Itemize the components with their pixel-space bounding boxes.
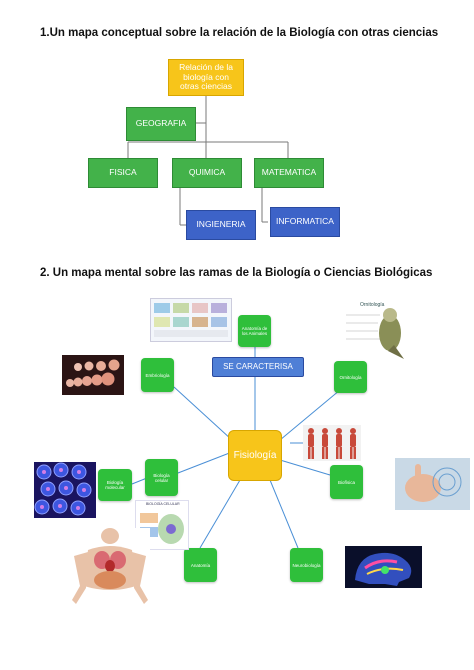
mindmap-node-biologia-molecular: Biología molecular bbox=[98, 469, 132, 501]
ornithology-image-title: Ornitología bbox=[360, 302, 385, 308]
section1-heading: 1.Un mapa conceptual sobre la relación d… bbox=[40, 27, 439, 39]
concept-informatica-node: INFORMATICA bbox=[270, 207, 340, 237]
concept-matematica-node: MATEMATICA bbox=[254, 158, 324, 188]
mindmap-node-embriologia: Embriología bbox=[141, 358, 174, 392]
concept-root-node: Relación de la biología con otras cienci… bbox=[168, 59, 244, 96]
section2-heading: 2. Un mapa mental sobre las ramas de la … bbox=[40, 267, 433, 279]
concept-fisica-node: FISICA bbox=[88, 158, 158, 188]
cell-biology-image-title: BIOLOGÍA CELULAR bbox=[146, 502, 180, 506]
concept-ingenieria-node: INGIENERIA bbox=[186, 210, 256, 240]
ornithology-parrot-image: Ornitología bbox=[340, 301, 410, 359]
se-caracterisa-box: SE CARACTERISA bbox=[212, 357, 304, 377]
mindmap-node-top: Anatomía de los Animales bbox=[238, 315, 271, 347]
embryo-development-image bbox=[62, 355, 124, 395]
mindmap-node-neurobiologia: Neurobiología bbox=[290, 548, 323, 582]
concept-quimica-node: QUIMICA bbox=[172, 158, 242, 188]
cell-diagram-collage-image bbox=[150, 298, 232, 342]
blue-cells-image bbox=[34, 462, 96, 518]
concept-geografia-node: GEOGRAFIA bbox=[126, 107, 196, 141]
mindmap-center-fisiologia: Fisiología bbox=[228, 430, 282, 481]
mindmap-node-biologia-celular: Biología celular bbox=[145, 459, 178, 496]
biophysics-hand-image bbox=[395, 458, 470, 510]
mindmap-node-biofisica: Biofísica bbox=[330, 465, 363, 499]
neurobiology-brain-image bbox=[345, 546, 422, 588]
mindmap-node-anatomia: Anatomía bbox=[184, 548, 217, 582]
human-anatomy-organs-image bbox=[70, 528, 150, 610]
mindmap-node-ornitologia: Ornitología bbox=[334, 361, 367, 393]
muscular-anatomy-image bbox=[303, 425, 361, 461]
